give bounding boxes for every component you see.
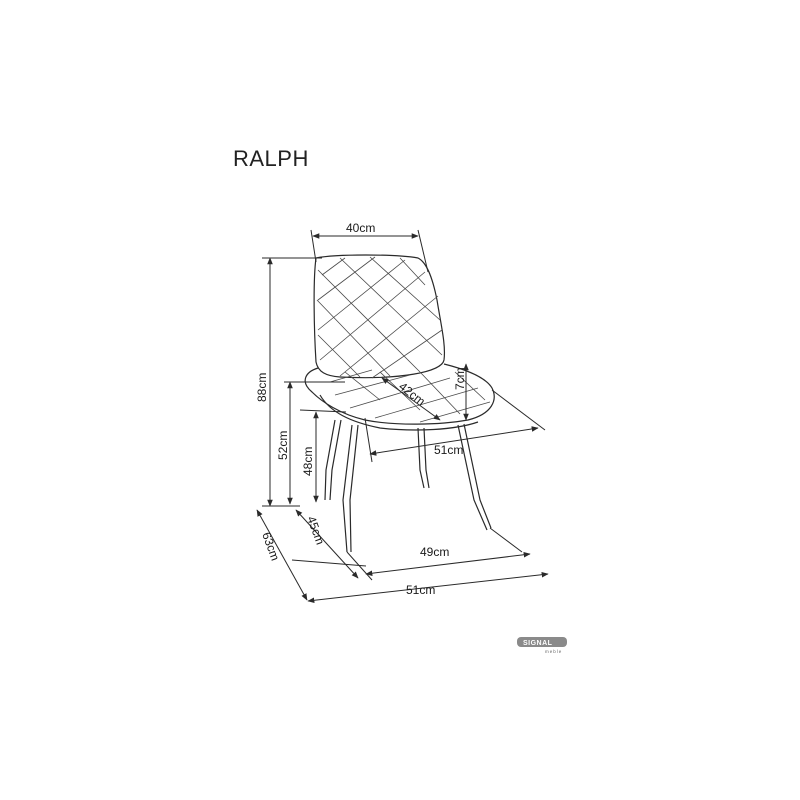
leg-back-left [324, 419, 342, 501]
dim-label-armrest-height: 52cm [276, 431, 290, 460]
brand-tagline: meble [545, 649, 562, 654]
dim-label-total-width: 51cm [406, 583, 435, 597]
backrest-quilt [316, 256, 443, 379]
brand-name: SIGNAL [523, 640, 553, 647]
dim-label-backrest-width: 40cm [346, 221, 375, 235]
signal-logo: SIGNAL meble [517, 637, 567, 654]
product-title: RALPH [233, 146, 309, 171]
leg-front-left [342, 424, 359, 553]
dim-label-leg-depth: 45cm [304, 514, 327, 546]
chair-seat [304, 363, 495, 425]
dim-label-total-depth: 63cm [259, 530, 282, 562]
dim-label-total-height: 88cm [255, 373, 269, 402]
dim-label-seat-thickness: 7cm [453, 367, 467, 390]
dim-label-seat-width: 51cm [434, 443, 463, 457]
chair-backrest [313, 254, 446, 379]
leg-back-right [417, 427, 430, 489]
dim-label-leg-width: 49cm [420, 545, 449, 559]
dim-label-seat-height: 48cm [301, 447, 315, 476]
dimension-lines [256, 229, 549, 604]
